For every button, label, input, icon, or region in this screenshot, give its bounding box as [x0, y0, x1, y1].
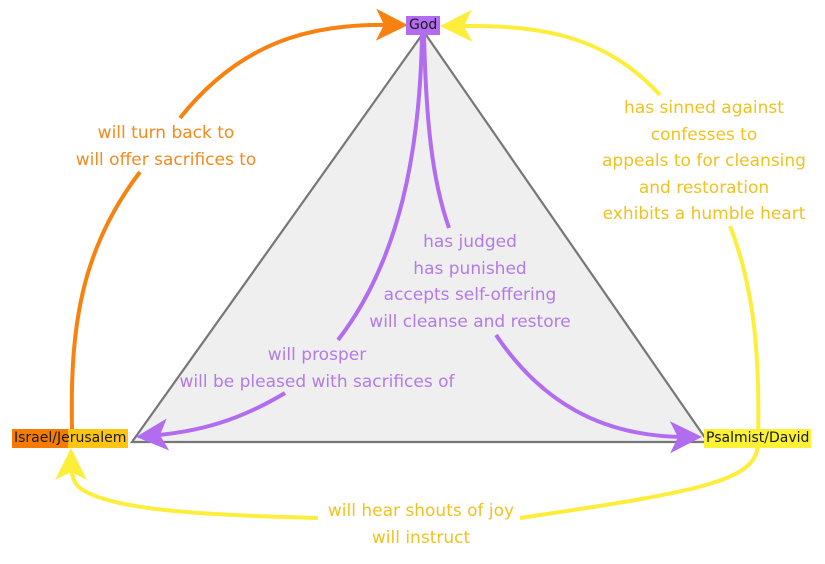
- arrow-israel-to-god-upper: [178, 8, 408, 120]
- label-line: will offer sacrifices to: [75, 149, 257, 170]
- label-line: exhibits a humble heart: [602, 204, 806, 224]
- node-israel-jerusalem: Israel/Jerusalem: [12, 429, 129, 448]
- node-god-label: God: [409, 17, 438, 33]
- label-israel-to-god: will turn back to will offer sacrifices …: [58, 120, 274, 173]
- label-line: appeals to for cleansing: [602, 151, 806, 171]
- label-line: will instruct: [371, 527, 471, 548]
- label-line: will cleanse and restore: [369, 311, 571, 332]
- label-line: will prosper: [267, 345, 367, 365]
- triangle: [129, 30, 711, 444]
- label-line: will be pleased with sacrifices of: [179, 371, 455, 392]
- label-david-to-israel: will hear shouts of joy will instruct: [316, 498, 526, 551]
- arrow-god-to-david-lower: [494, 333, 702, 454]
- label-line: and restoration: [638, 177, 770, 198]
- node-israel-label: Israel/Jerusalem: [14, 430, 127, 446]
- arrow-david-to-israel-right: [519, 439, 761, 520]
- label-line: has judged: [423, 232, 517, 252]
- label-god-to-israel: will prosper will be pleased with sacrif…: [170, 342, 464, 395]
- label-line: will hear shouts of joy: [327, 501, 515, 521]
- arrow-god-to-israel-upper: [336, 33, 424, 342]
- node-david-label: Psalmist/David: [706, 430, 810, 446]
- arrow-david-to-israel-left: [55, 448, 319, 520]
- arrow-god-to-david-upper: [422, 33, 451, 229]
- arrow-david-to-god-upper: [440, 9, 662, 97]
- label-god-to-david: has judged has punished accepts self-off…: [358, 229, 582, 335]
- node-god: God: [406, 16, 441, 35]
- arrow-god-to-israel-lower: [136, 391, 287, 451]
- arrow-israel-to-god-lower: [69, 170, 142, 430]
- label-line: has punished: [413, 258, 527, 279]
- label-line: has sinned against: [624, 98, 784, 118]
- arrow-david-to-god-lower: [728, 225, 761, 441]
- label-line: accepts self-offering: [383, 285, 557, 305]
- label-line: confesses to: [650, 124, 758, 145]
- label-line: will turn back to: [97, 123, 235, 143]
- label-david-to-god: has sinned against confesses to appeals …: [592, 95, 816, 228]
- node-psalmist-david: Psalmist/David: [704, 429, 812, 448]
